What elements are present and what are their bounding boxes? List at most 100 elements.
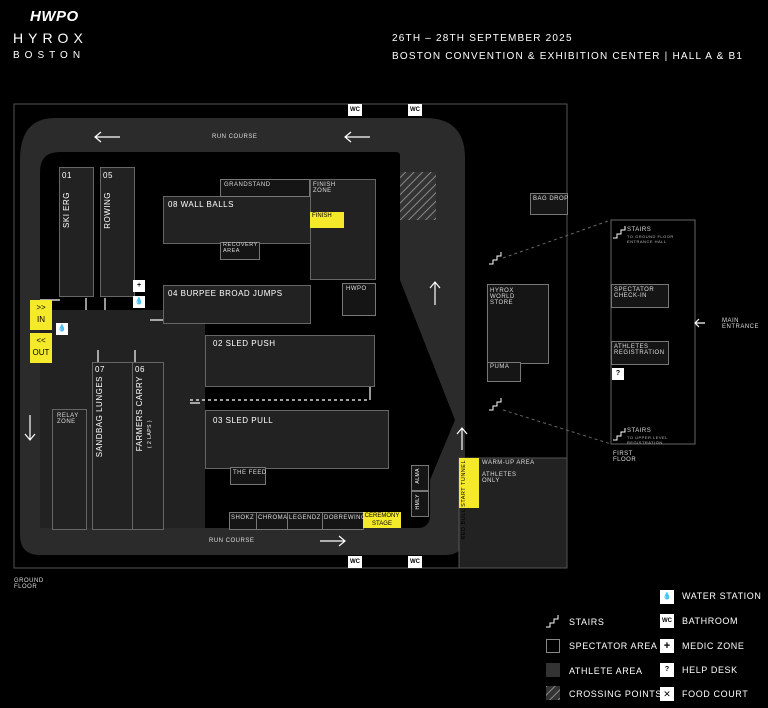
water-drop-icon: 💧 <box>660 590 674 604</box>
help-desk-icon: ? <box>660 663 674 677</box>
finish-marker: FINISH <box>310 212 344 228</box>
first-floor-outline <box>610 219 696 445</box>
relay-zone <box>52 409 87 530</box>
legend-food-court: FOOD COURT <box>682 689 749 699</box>
start-tunnel-label: RED BULL START TUNNEL <box>461 460 467 540</box>
food-court-icon: ✕ <box>660 687 674 701</box>
legend-water-station: WATER STATION <box>682 591 762 601</box>
athletes-only-label: ATHLETES ONLY <box>482 472 517 484</box>
athletes-registration-label: ATHLETES REGISTRATION <box>614 344 665 356</box>
out-arrows: << <box>36 336 46 345</box>
ground-floor-label: GROUND FLOOR <box>14 578 44 590</box>
water-drop-icon: 💧 <box>56 323 68 335</box>
bag-drop <box>530 193 568 215</box>
event-title: HYROX <box>13 30 88 46</box>
sled-pull-station <box>205 410 389 469</box>
stairs-upper-label: STAIRS <box>627 428 652 434</box>
medic-cross-icon: + <box>660 639 674 653</box>
sponsor-label: CHROMA <box>258 515 288 521</box>
ski-erg-label: SKI ERG <box>62 192 71 228</box>
athletes-registration <box>611 341 669 365</box>
crossing-point <box>400 172 436 220</box>
hwpo-booth-label: HWPO <box>346 286 367 292</box>
crossing-points-swatch <box>546 686 560 700</box>
farmers-sub: ( 2 LAPS ) <box>147 420 153 449</box>
sled-push-label: 02 SLED PUSH <box>213 339 276 348</box>
ceremony-stage: CEREMONY STAGE <box>363 512 401 528</box>
stairs-legend-icon <box>546 615 559 628</box>
finish-zone <box>310 179 376 280</box>
out-marker: << OUT <box>30 333 52 363</box>
sponsor-label: LEGENDZ <box>289 515 321 521</box>
first-floor-label: FIRST FLOOR <box>613 451 637 463</box>
sled-push-station <box>205 335 375 387</box>
sled-pull-label: 03 SLED PULL <box>213 416 274 425</box>
sponsor-label: SHOKZ <box>231 515 255 521</box>
legend-crossing-points: CROSSING POINTS <box>569 689 663 699</box>
run-course-label-bottom: RUN COURSE <box>209 538 255 544</box>
run-course-label-top: RUN COURSE <box>212 134 258 140</box>
hmly-booth <box>411 491 429 517</box>
brand-logo: HWPO <box>30 8 79 25</box>
in-label: IN <box>37 315 45 324</box>
stairs-ground-label: STAIRS <box>627 227 652 233</box>
hall-outline <box>13 103 568 569</box>
relay-zone-label: RELAY ZONE <box>57 413 79 425</box>
wall-balls-label: 08 WALL BALLS <box>168 200 234 209</box>
farmers-lane <box>132 362 164 530</box>
wc-icon: WC <box>408 556 422 568</box>
start-tunnel <box>459 458 479 508</box>
wc-icon: WC <box>348 556 362 568</box>
run-course-track <box>20 118 465 555</box>
hyrox-store <box>487 284 549 364</box>
water-drop-icon: 💧 <box>133 296 145 308</box>
grandstand-label: GRANDSTAND <box>224 182 271 188</box>
burpee-station <box>163 285 311 324</box>
rowing-label: ROWING <box>103 192 112 229</box>
grandstand <box>220 179 310 197</box>
event-city: BOSTON <box>13 50 86 61</box>
warmup-label: WARM-UP AREA <box>482 460 535 466</box>
puma-label: PUMA <box>490 364 510 370</box>
wc-icon: WC <box>348 104 362 116</box>
puma-booth <box>487 362 521 382</box>
burpee-label: 04 BURPEE BROAD JUMPS <box>168 289 283 298</box>
the-feed-label: THE FEED <box>233 470 267 476</box>
legend-athlete-area: ATHLETE AREA <box>569 666 643 676</box>
in-arrows: >> <box>36 303 46 312</box>
stairs-ground-sub: TO GROUND FLOOR ENTRANCE HALL <box>627 234 674 244</box>
wc-icon: WC <box>408 104 422 116</box>
help-desk-icon: ? <box>612 368 624 380</box>
sandbag-lanes <box>92 362 134 530</box>
spectator-area-swatch <box>546 639 560 653</box>
legend-help-desk: HELP DESK <box>682 665 738 675</box>
spectator-checkin-label: SPECTATOR CHECK-IN <box>614 287 655 299</box>
rowing-station <box>100 167 135 297</box>
hwpo-booth <box>342 283 376 316</box>
alma-booth <box>411 465 429 491</box>
out-label: OUT <box>32 348 50 357</box>
hyrox-store-label: HYROX WORLD STORE <box>490 288 515 306</box>
legend-stairs: STAIRS <box>569 617 605 627</box>
bathroom-icon: WC <box>660 614 674 628</box>
legend-bathroom: BATHROOM <box>682 616 739 626</box>
medic-cross-icon: + <box>133 280 145 292</box>
legend-medic-zone: MEDIC ZONE <box>682 641 745 651</box>
ski-erg-number: 01 <box>62 171 72 180</box>
athlete-area-swatch <box>546 663 560 677</box>
in-marker: >> IN <box>30 300 52 330</box>
sandbag-number: 07 <box>95 365 105 374</box>
alma-label: ALMA <box>415 468 421 484</box>
finish-zone-label: FINISH ZONE <box>313 182 336 194</box>
hmly-label: HMLY <box>415 494 421 510</box>
rowing-number: 05 <box>103 171 113 180</box>
the-feed <box>230 467 266 485</box>
sponsor-label: DOBREWING <box>324 515 367 521</box>
spectator-checkin <box>611 284 669 308</box>
sandbag-label: SANDBAG LUNGES <box>95 376 104 458</box>
legend-spectator-area: SPECTATOR AREA <box>569 641 658 651</box>
main-entrance-label: MAIN ENTRANCE <box>722 318 760 330</box>
ski-erg-station <box>59 167 94 297</box>
farmers-label: FARMERS CARRY <box>135 376 144 452</box>
event-dates: 26TH – 28TH SEPTEMBER 2025 <box>392 33 573 44</box>
